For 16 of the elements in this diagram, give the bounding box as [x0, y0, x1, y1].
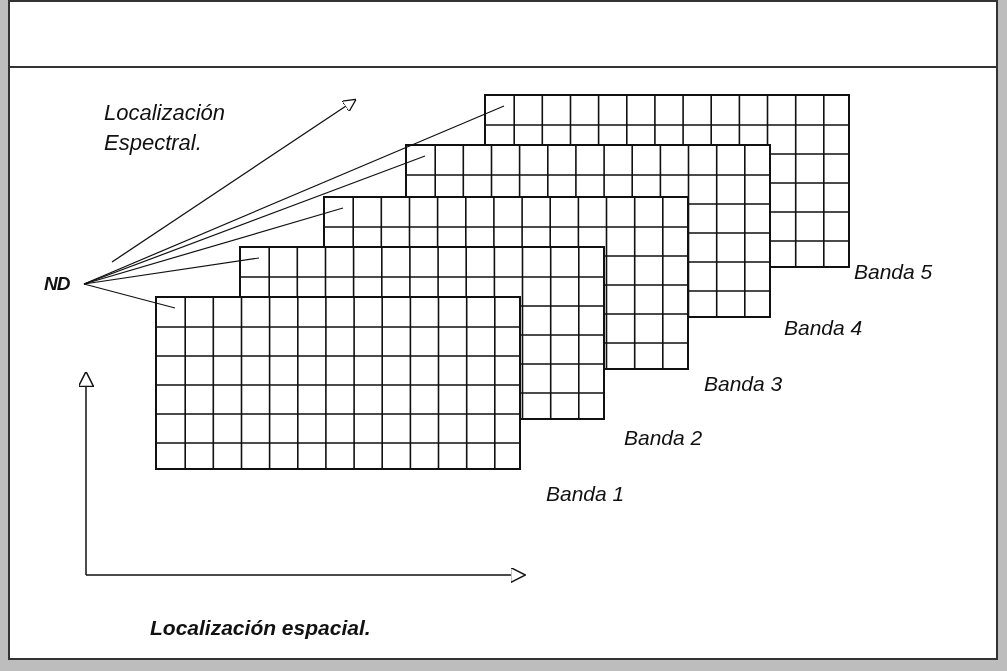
pixel-grid: [239, 246, 605, 296]
band-label: Banda 3: [704, 371, 783, 397]
leader-line: [83, 283, 176, 309]
pixel-grid: [155, 296, 521, 470]
leader-line: [83, 207, 344, 285]
axis-label: Localización espacial.: [150, 615, 371, 641]
band-label: Banda 4: [784, 315, 863, 341]
value-label: ND: [44, 270, 70, 298]
pixel-grid: [484, 94, 850, 144]
band-label: Banda 1: [546, 481, 625, 507]
leader-line: [83, 105, 505, 285]
pixel-grid: [323, 196, 689, 246]
axis-label: Localización Espectral.: [104, 99, 227, 157]
pixel-grid: [405, 144, 771, 196]
band-label: Banda 5: [854, 259, 933, 285]
band-label: Banda 2: [624, 425, 703, 451]
